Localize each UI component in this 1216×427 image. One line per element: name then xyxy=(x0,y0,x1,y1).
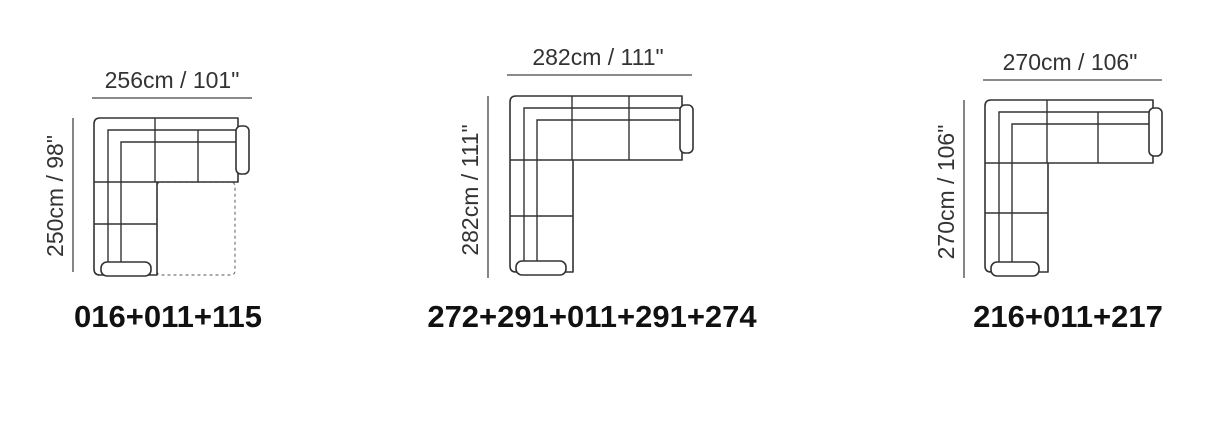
armrest xyxy=(235,125,250,175)
width-label: 270cm / 106" xyxy=(1003,49,1138,75)
sofa-config-2: 282cm / 111" 282cm / 111" 272+291+011+29… xyxy=(427,44,757,334)
sofa-plan-2 xyxy=(509,95,694,276)
model-code: 272+291+011+291+274 xyxy=(427,299,757,334)
sofa-plan-1 xyxy=(93,117,250,277)
depth-label: 282cm / 111" xyxy=(457,124,483,255)
sofa-outline xyxy=(984,99,1154,273)
armrest xyxy=(679,104,694,154)
depth-label: 270cm / 106" xyxy=(933,125,959,260)
armrest xyxy=(515,260,567,276)
armrest xyxy=(990,261,1040,277)
sofa-plan-3 xyxy=(984,99,1163,277)
backrest-inner-line xyxy=(536,119,682,272)
sofa-config-3: 270cm / 106" 270cm / 106" 216+011+217 xyxy=(933,49,1163,334)
backrest-inner-line xyxy=(120,141,238,275)
width-label: 256cm / 101" xyxy=(105,67,240,93)
width-label: 282cm / 111" xyxy=(532,44,663,70)
optional-module-outline xyxy=(156,181,236,276)
model-code: 216+011+217 xyxy=(973,299,1163,334)
backrest-line xyxy=(107,129,238,275)
backrest-line xyxy=(998,111,1153,272)
backrest-inner-line xyxy=(1011,123,1153,272)
armrest xyxy=(100,261,152,277)
depth-label: 250cm / 98" xyxy=(42,135,68,257)
sofa-outline xyxy=(509,95,683,273)
sofa-config-1: 256cm / 101" 250cm / 98" 016+011+115 xyxy=(42,67,262,334)
armrest xyxy=(1148,107,1163,157)
model-code: 016+011+115 xyxy=(74,299,262,334)
